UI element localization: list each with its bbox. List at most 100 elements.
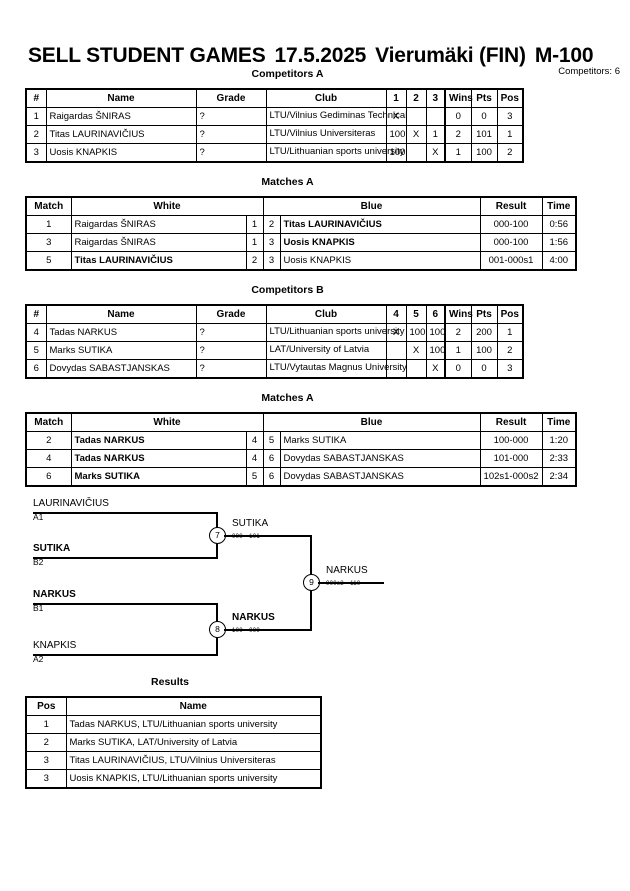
cell-grade: ? (195, 143, 267, 163)
cell-white: Titas LAURINAVIČIUS (70, 251, 247, 271)
col-pos: Pos (496, 304, 524, 324)
cell-pos: 2 (496, 341, 524, 360)
table-header-row: Match White Blue Result Time (25, 196, 577, 216)
cell-vs-2: 100 (405, 323, 427, 342)
cell-white-num: 4 (245, 431, 264, 450)
bracket-semi1-score: 000 - 101 (232, 534, 261, 540)
col-pos: Pos (25, 696, 67, 716)
cell-club: LTU/Lithuanian sports university (265, 143, 405, 163)
bracket-connector (33, 603, 218, 605)
col-grade: Grade (195, 304, 267, 324)
col-name: Name (45, 304, 197, 324)
cell-name: Uosis KNAPKIS (45, 143, 197, 163)
cell-result: 100-000 (479, 431, 543, 450)
col-vs-4: 4 (385, 304, 407, 324)
col-white: White (70, 412, 264, 432)
col-vs-1: 1 (385, 88, 407, 108)
cell-vs-3: X (425, 143, 446, 163)
col-name: Name (65, 696, 322, 716)
cell-blue-num: 2 (262, 215, 281, 234)
col-result: Result (479, 412, 543, 432)
cell-time: 2:33 (541, 449, 577, 468)
col-club: Club (265, 304, 387, 324)
col-time: Time (541, 412, 577, 432)
bracket-connector (33, 654, 218, 656)
cell-vs-3: 100 (425, 341, 446, 360)
cell-club: LTU/Vilnius Universiteras (265, 125, 387, 144)
cell-white: Raigardas ŠNIRAS (70, 215, 247, 234)
cell-club: LTU/Lithuanian sports university (265, 323, 405, 342)
event-date: 17.5.2025 (274, 44, 367, 67)
cell-wins: 1 (444, 143, 472, 163)
col-grade: Grade (195, 88, 267, 108)
col-match: Match (25, 412, 72, 432)
cell-name: Marks SUTIKA (45, 341, 197, 360)
cell-blue: Uosis KNAPKIS (279, 251, 481, 271)
cell-name: Marks SUTIKA, LAT/University of Latvia (65, 733, 322, 752)
cell-vs-2: X (405, 125, 427, 144)
cell-blue-num: 5 (262, 431, 281, 450)
col-result: Result (479, 196, 543, 216)
cell-match: 6 (25, 467, 72, 487)
cell-num: 1 (25, 107, 47, 126)
col-time: Time (541, 196, 577, 216)
bracket-entry-name-1: LAURINAVIČIUS (33, 498, 109, 509)
bracket-connector (33, 557, 218, 559)
cell-result: 101-000 (479, 449, 543, 468)
cell-white-num: 5 (245, 467, 264, 487)
cell-wins: 1 (444, 341, 472, 360)
cell-pos: 3 (25, 769, 67, 789)
col-blue: Blue (262, 412, 481, 432)
bracket-semi1-winner: SUTIKA (232, 518, 269, 529)
table-header-row: # Name Grade Club 4 5 6 Wins Pts Pos (25, 304, 524, 324)
cell-wins: 2 (444, 125, 472, 144)
cell-result: 000-100 (479, 233, 543, 252)
cell-vs-2 (405, 107, 427, 126)
cell-name: Titas LAURINAVIČIUS (45, 125, 197, 144)
col-vs-6: 6 (425, 304, 446, 324)
cell-name: Dovydas SABASTJANSKAS (45, 359, 197, 379)
table-header-row: # Name Grade Club 1 2 3 Wins Pts Pos (25, 88, 524, 108)
col-pts: Pts (470, 304, 498, 324)
col-num: # (25, 304, 47, 324)
bracket-connector (318, 582, 384, 584)
cell-name: Uosis KNAPKIS, LTU/Lithuanian sports uni… (65, 769, 322, 789)
col-name: Name (45, 88, 197, 108)
cell-club: LTU/Vilnius Gediminas Technical (265, 107, 407, 126)
caption-results: Results (151, 676, 189, 688)
cell-blue: Marks SUTIKA (279, 431, 481, 450)
table-header-row: Pos Name (25, 696, 322, 716)
bracket-connector (224, 629, 312, 631)
col-vs-2: 2 (405, 88, 427, 108)
cell-num: 5 (25, 341, 47, 360)
bracket-final-score: 000s3 - 110 (326, 581, 361, 587)
cell-time: 1:20 (541, 431, 577, 450)
cell-blue: Uosis KNAPKIS (279, 233, 481, 252)
tournament-bracket: LAURINAVIČIUS A1 SUTIKA B2 7 SUTIKA 000 … (0, 492, 630, 677)
cell-white: Tadas NARKUS (70, 431, 247, 450)
cell-name: Tadas NARKUS (45, 323, 197, 342)
cell-vs-2 (405, 143, 427, 163)
cell-result: 000-100 (479, 215, 543, 234)
cell-vs-2: X (405, 341, 427, 360)
cell-match: 2 (25, 431, 72, 450)
col-club: Club (265, 88, 387, 108)
bracket-entry-seed-1: A1 (33, 512, 44, 522)
cell-time: 4:00 (541, 251, 577, 271)
caption-matches-a2: Matches A (261, 392, 314, 404)
cell-pts: 101 (470, 125, 498, 144)
cell-white: Raigardas ŠNIRAS (70, 233, 247, 252)
caption-competitors-a: Competitors A (251, 68, 324, 80)
col-pos: Pos (496, 88, 524, 108)
col-pts: Pts (470, 88, 498, 108)
cell-match: 3 (25, 233, 72, 252)
